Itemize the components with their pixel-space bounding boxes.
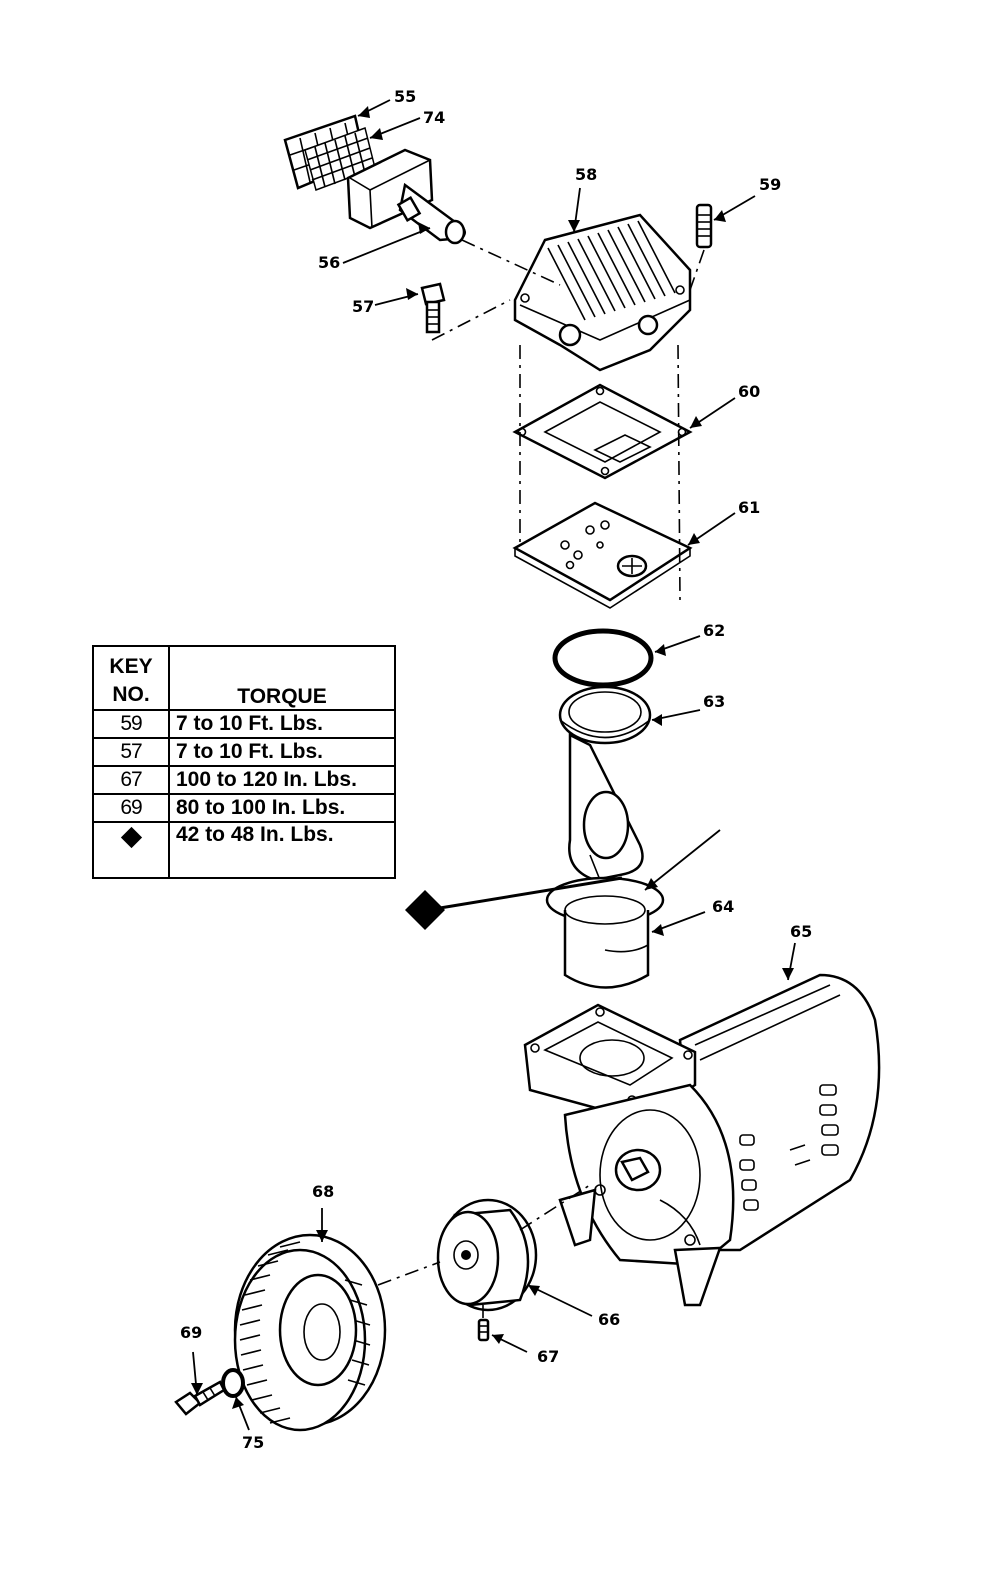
- callout-58: 58: [575, 165, 597, 184]
- part-67-set-screw: [477, 1318, 490, 1342]
- callout-labels: 55 74 58 59 56 57 60 61 62 63 64 65 68 6…: [180, 87, 812, 1452]
- key-cell: 57: [92, 737, 170, 767]
- table-row: 67 100 to 120 In. Lbs.: [92, 765, 396, 795]
- part-57-head-bolt: [420, 282, 446, 334]
- callout-64: 64: [712, 897, 734, 916]
- callout-63: 63: [703, 692, 725, 711]
- table-row: 69 80 to 100 In. Lbs.: [92, 793, 396, 823]
- callout-60: 60: [738, 382, 760, 401]
- callout-74: 74: [423, 108, 445, 127]
- header-key-no: KEY NO.: [92, 645, 170, 711]
- part-68-fan: [233, 1233, 387, 1432]
- part-56-filter-housing: [346, 148, 467, 245]
- part-60-gasket: [512, 383, 693, 480]
- callout-61: 61: [738, 498, 760, 517]
- callout-65: 65: [790, 922, 812, 941]
- alignment-lines: [377, 239, 705, 1318]
- callout-55: 55: [394, 87, 416, 106]
- torque-cell: 7 to 10 Ft. Lbs.: [168, 709, 396, 739]
- torque-cell: 7 to 10 Ft. Lbs.: [168, 737, 396, 767]
- part-62-o-ring: [552, 628, 654, 688]
- torque-table: KEY NO. TORQUE 59 7 to 10 Ft. Lbs. 57 7 t…: [92, 645, 396, 879]
- part-61-valve-plate: [512, 501, 693, 609]
- callout-56: 56: [318, 253, 340, 272]
- callout-68: 68: [312, 1182, 334, 1201]
- key-cell: 67: [92, 765, 170, 795]
- callout-75: 75: [242, 1433, 264, 1452]
- torque-cell: 42 to 48 In. Lbs.: [168, 821, 396, 879]
- key-cell: 69: [92, 793, 170, 823]
- header-key-line2: NO.: [112, 683, 150, 706]
- part-65-motor: [523, 973, 881, 1307]
- diamond-symbol-callout: [405, 890, 445, 930]
- part-63-connecting-rod: [558, 685, 652, 882]
- header-torque: TORQUE: [168, 645, 396, 711]
- torque-cell: 100 to 120 In. Lbs.: [168, 765, 396, 795]
- part-58-cylinder-head: [513, 213, 692, 372]
- part-69-fan-bolt: [174, 1380, 226, 1416]
- key-cell-diamond: [92, 821, 170, 879]
- arrowheads: [191, 106, 794, 1409]
- callout-57: 57: [352, 297, 374, 316]
- torque-cell: 80 to 100 In. Lbs.: [168, 793, 396, 823]
- part-59-fitting: [695, 203, 713, 249]
- torque-table-header: KEY NO. TORQUE: [92, 645, 396, 711]
- table-row: 57 7 to 10 Ft. Lbs.: [92, 737, 396, 767]
- table-row: 42 to 48 In. Lbs.: [92, 821, 396, 879]
- diamond-icon: [120, 826, 142, 849]
- callout-69: 69: [180, 1323, 202, 1342]
- part-64-sleeve: [545, 876, 665, 989]
- table-row: 59 7 to 10 Ft. Lbs.: [92, 709, 396, 739]
- callout-67: 67: [537, 1347, 559, 1366]
- key-cell: 59: [92, 709, 170, 739]
- callout-59: 59: [759, 175, 781, 194]
- part-66-hub: [436, 1198, 538, 1312]
- callout-62: 62: [703, 621, 725, 640]
- callout-66: 66: [598, 1310, 620, 1329]
- header-key-line1: KEY: [109, 655, 153, 678]
- part-75-washer: [221, 1368, 245, 1398]
